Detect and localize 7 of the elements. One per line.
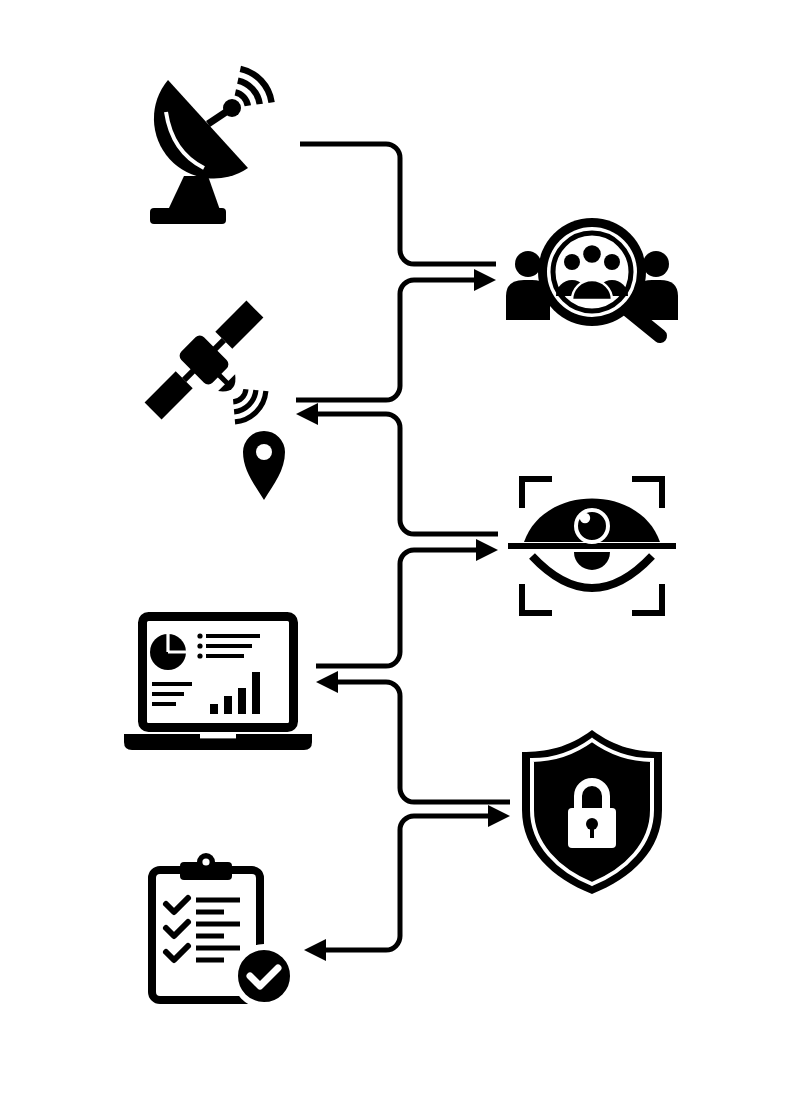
arrow [316,671,510,805]
arrow [296,269,496,403]
connector-line [300,141,496,267]
laptop-dashboard-icon [124,612,316,752]
arrow [304,805,510,961]
arrow [296,403,498,537]
arrow [316,539,498,669]
